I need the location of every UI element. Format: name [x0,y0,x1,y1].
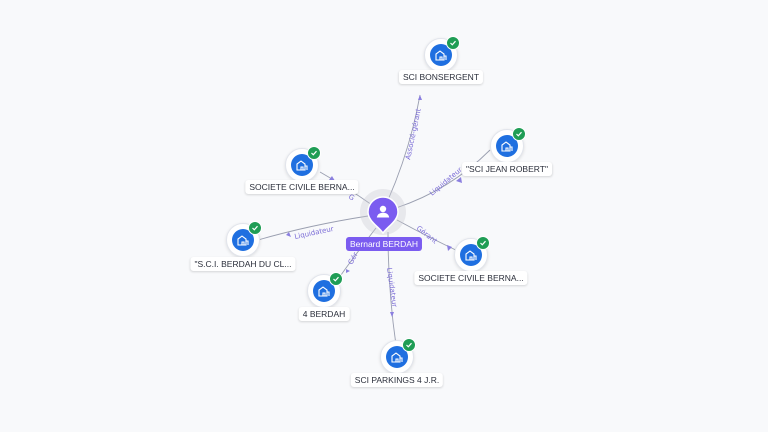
company-node-sci-berdah[interactable] [226,221,262,257]
building-icon [296,160,308,171]
edge-sci-berdah [257,215,369,241]
company-node-bonsergent[interactable] [424,36,460,72]
building-icon [237,235,249,246]
arrow-bonsergent [418,95,422,100]
verified-check-icon [476,236,490,250]
verified-check-icon [446,36,460,50]
company-node-jean-robert[interactable] [490,127,526,163]
building-icon [318,286,330,297]
building-icon [501,141,513,152]
arrow-sci-berdah [286,232,291,237]
company-label-societe-civile-1[interactable]: SOCIETE CIVILE BERNA... [245,180,359,194]
edge-label-societe-civile-1: G [347,193,356,203]
edge-bonsergent [387,94,421,201]
edge-label-bonsergent: Associé-gérant [404,108,423,161]
building-icon [435,50,447,61]
edge-label-parkings: Liquidateur [385,267,398,308]
arrow-parkings [390,312,394,317]
verified-check-icon [307,146,321,160]
arrow-4-berdah [346,269,350,273]
company-node-societe-civile-1[interactable] [285,146,321,182]
edge-jean-robert [395,149,491,209]
company-node-4-berdah[interactable] [307,272,343,308]
company-label-sci-berdah[interactable]: "S.C.I. BERDAH DU CL... [190,257,296,271]
edge-label-4-berdah: Gér [347,251,360,266]
company-node-parkings[interactable] [380,338,416,374]
person-icon [376,205,390,218]
edge-label-sci-berdah: Liquidateur [294,225,335,241]
arrow-jean-robert [456,177,462,183]
company-node-societe-civile-2[interactable] [454,236,490,272]
company-label-societe-civile-2[interactable]: SOCIETE CIVILE BERNA... [414,271,528,285]
center-node-label[interactable]: Bernard BERDAH [345,237,423,251]
arrow-societe-civile-1 [329,176,335,181]
building-icon [391,352,403,363]
verified-check-icon [329,272,343,286]
verified-check-icon [402,338,416,352]
verified-check-icon [248,221,262,235]
company-label-jean-robert[interactable]: "SCI JEAN ROBERT" [462,162,552,176]
person-node[interactable] [367,196,399,234]
building-icon [465,250,477,261]
company-label-4-berdah[interactable]: 4 BERDAH [298,307,350,321]
arrow-societe-civile-2 [447,245,452,251]
company-label-parkings[interactable]: SCI PARKINGS 4 J.R. [350,373,444,387]
verified-check-icon [512,127,526,141]
company-label-bonsergent[interactable]: SCI BONSERGENT [398,70,484,84]
